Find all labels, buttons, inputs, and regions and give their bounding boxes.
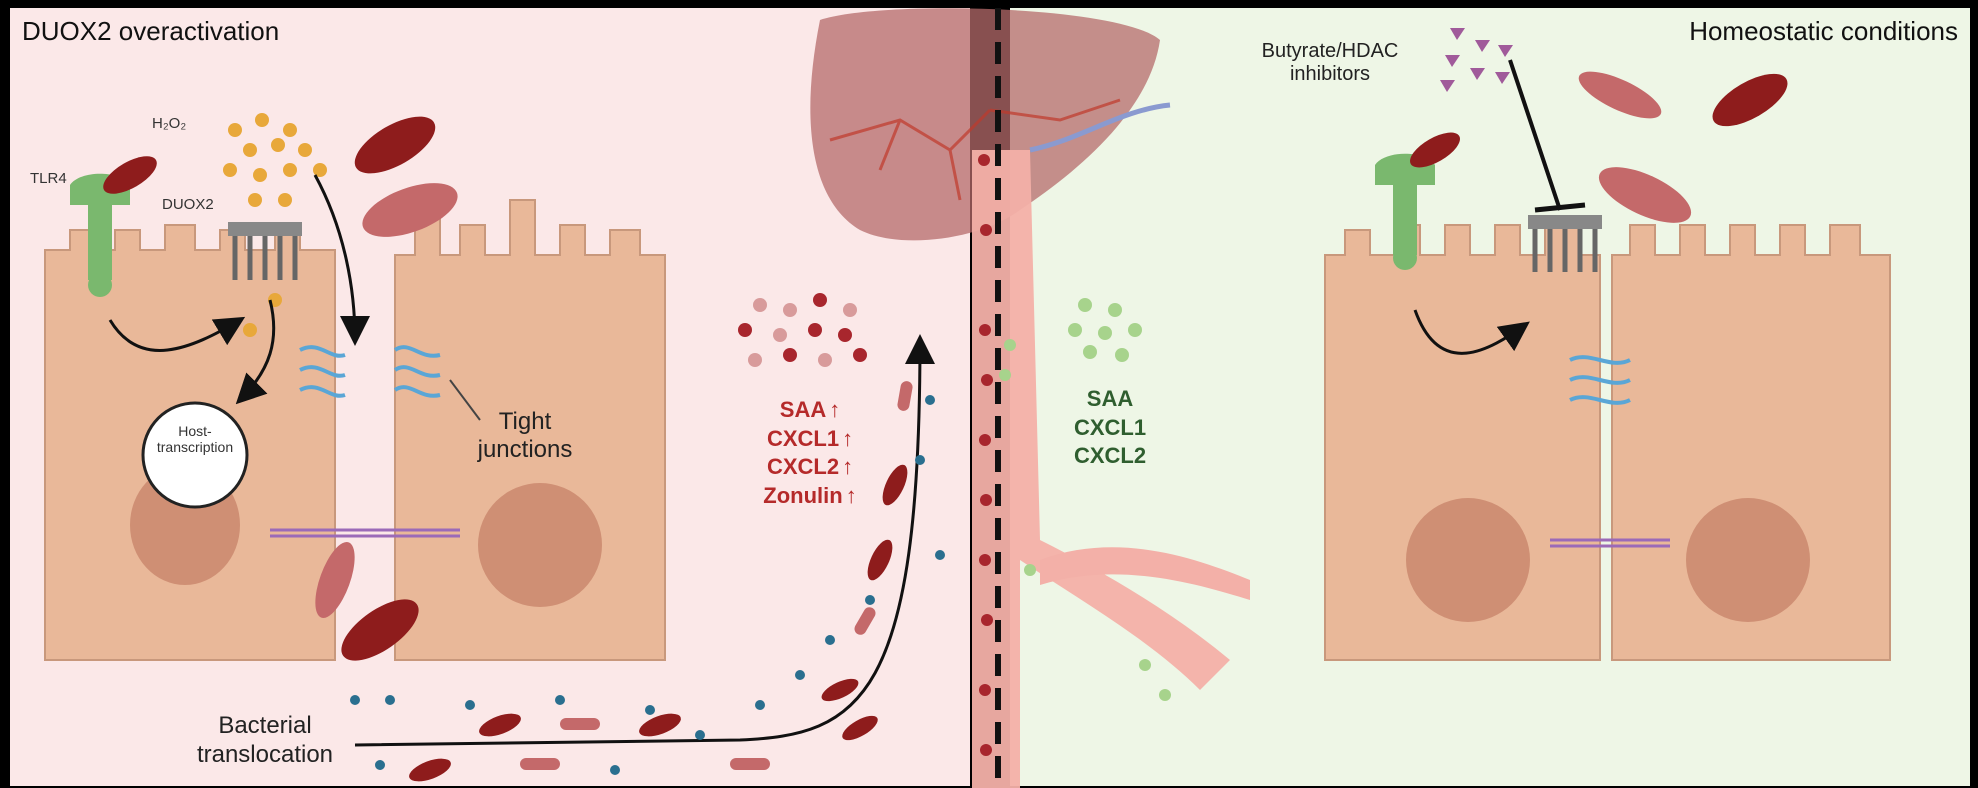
- cyt-normal-2: CXCL1: [1073, 414, 1147, 440]
- bacterial-translocation-label: Bacterial translocation: [196, 712, 334, 768]
- cyt-elevated-2: CXCL1↑: [766, 425, 854, 451]
- host-transcription-bubble: [141, 401, 249, 509]
- cyt-normal-1: SAA: [1086, 386, 1134, 411]
- desmosome-right: [1550, 538, 1670, 548]
- h2o2-label: H₂O₂: [152, 115, 187, 132]
- blood-vessel: [972, 150, 1230, 788]
- left-panel-title: DUOX2 overactivation: [22, 16, 280, 46]
- portal-vein: [1029, 102, 1171, 153]
- liver-vessels: [829, 98, 1121, 201]
- liver: [810, 8, 1160, 241]
- left-cell-2-nucleus: [478, 483, 602, 607]
- tight-junctions-label: Tight junctions: [477, 408, 573, 463]
- duox2-channel-right: [1528, 215, 1602, 272]
- tlr4-label: TLR4: [30, 170, 67, 187]
- inhibition-bar: [1534, 202, 1586, 213]
- arrow-tlr4-to-duox2: [108, 316, 246, 352]
- duox2-label: DUOX2: [162, 196, 214, 213]
- vessel-red-dots: [978, 154, 993, 756]
- tight-junction-left: [299, 345, 441, 398]
- desmosome-left: [270, 528, 460, 538]
- butyrate-triangles: [1440, 28, 1513, 92]
- right-panel-title: Homeostatic conditions: [1689, 16, 1958, 46]
- bacteria-group: [103, 73, 1788, 782]
- vessel-branch: [1040, 547, 1250, 600]
- cyt-normal-3: CXCL2: [1073, 443, 1147, 469]
- right-cell-2: [1611, 224, 1891, 661]
- cyt-elevated-4: Zonulin↑: [763, 482, 857, 508]
- tj-pointer: [449, 379, 481, 421]
- tight-junction-right: [1569, 355, 1631, 405]
- inhibition-line: [1508, 59, 1562, 211]
- butyrate-label: Butyrate/HDAC inhibitors: [1261, 40, 1399, 85]
- cytokines-normal: SAA CXCL1 CXCL2: [1055, 385, 1165, 471]
- arrow-translocation: [354, 334, 935, 747]
- arrow-h2o2-to-tj: [313, 174, 370, 346]
- vessel-green-dots: [999, 339, 1171, 701]
- cytokines-elevated: SAA↑ CXCL1↑ CXCL2↑ Zonulin↑: [745, 396, 875, 510]
- tlr4-receptor-right: [1375, 153, 1435, 270]
- duox2-channel-left: [228, 222, 302, 280]
- right-cell-1-nucleus: [1406, 498, 1530, 622]
- h2o2-dots: [223, 113, 327, 337]
- arrow-right-tlr4-to-duox2: [1413, 309, 1530, 355]
- right-cell-2-nucleus: [1686, 498, 1810, 622]
- circulating-dots-left: [738, 293, 867, 367]
- circulating-dots-right: [1068, 298, 1142, 362]
- commensal-bacteria: [315, 71, 1692, 770]
- cyt-elevated-1: SAA↑: [779, 397, 841, 422]
- host-transcription-label: Host- transcription: [156, 423, 234, 455]
- tlr4-receptor-left: [70, 173, 130, 297]
- cyt-elevated-3: CXCL2↑: [766, 454, 854, 480]
- lps-dots: [350, 395, 945, 775]
- arrow-duox2-to-host: [235, 299, 276, 405]
